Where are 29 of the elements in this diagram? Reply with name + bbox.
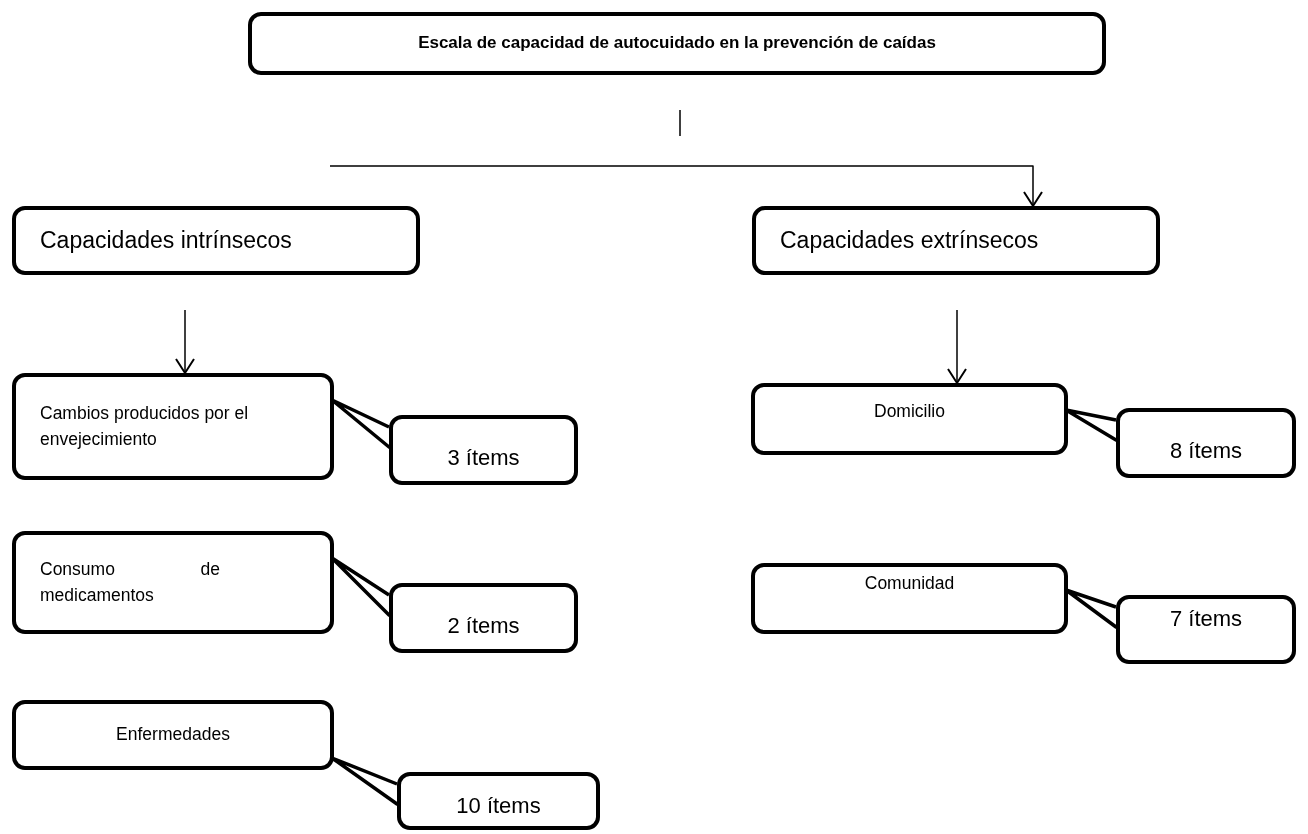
box-label: Domicilio	[873, 400, 946, 423]
rounded-box	[12, 531, 334, 634]
box-label: Escala de capacidad de autocuidado en la prevención de caídas	[417, 32, 937, 55]
box-label: 3 ítems	[446, 444, 521, 473]
arrow	[947, 309, 967, 384]
box-label: Capacidades extrínsecos	[780, 225, 1040, 255]
rounded-box	[12, 700, 334, 770]
callout-box	[1116, 595, 1296, 664]
box-label: 10 ítems	[455, 792, 542, 821]
rounded-box	[12, 206, 420, 275]
arrow	[175, 309, 195, 374]
callout-box	[1116, 408, 1296, 478]
box-label: Comunidad	[863, 572, 956, 595]
callout-box	[389, 415, 578, 485]
box-label: 2 ítems	[446, 612, 521, 641]
rounded-box	[12, 373, 334, 480]
box-label: Capacidades intrínsecos	[40, 225, 293, 255]
box-label: Cambios producidos por el envejecimiento	[40, 402, 250, 451]
box-label: Enfermedades	[115, 723, 231, 747]
callout-box	[389, 583, 578, 653]
rounded-box	[752, 206, 1160, 275]
arrow	[329, 165, 1043, 207]
rounded-box	[751, 383, 1068, 455]
box-label: Consumo de medicamentos	[40, 558, 220, 607]
rounded-box	[248, 12, 1106, 75]
rounded-box	[751, 563, 1068, 634]
box-label: 7 ítems	[1168, 605, 1244, 633]
box-label: 8 ítems	[1168, 437, 1244, 466]
callout-box	[397, 772, 600, 830]
